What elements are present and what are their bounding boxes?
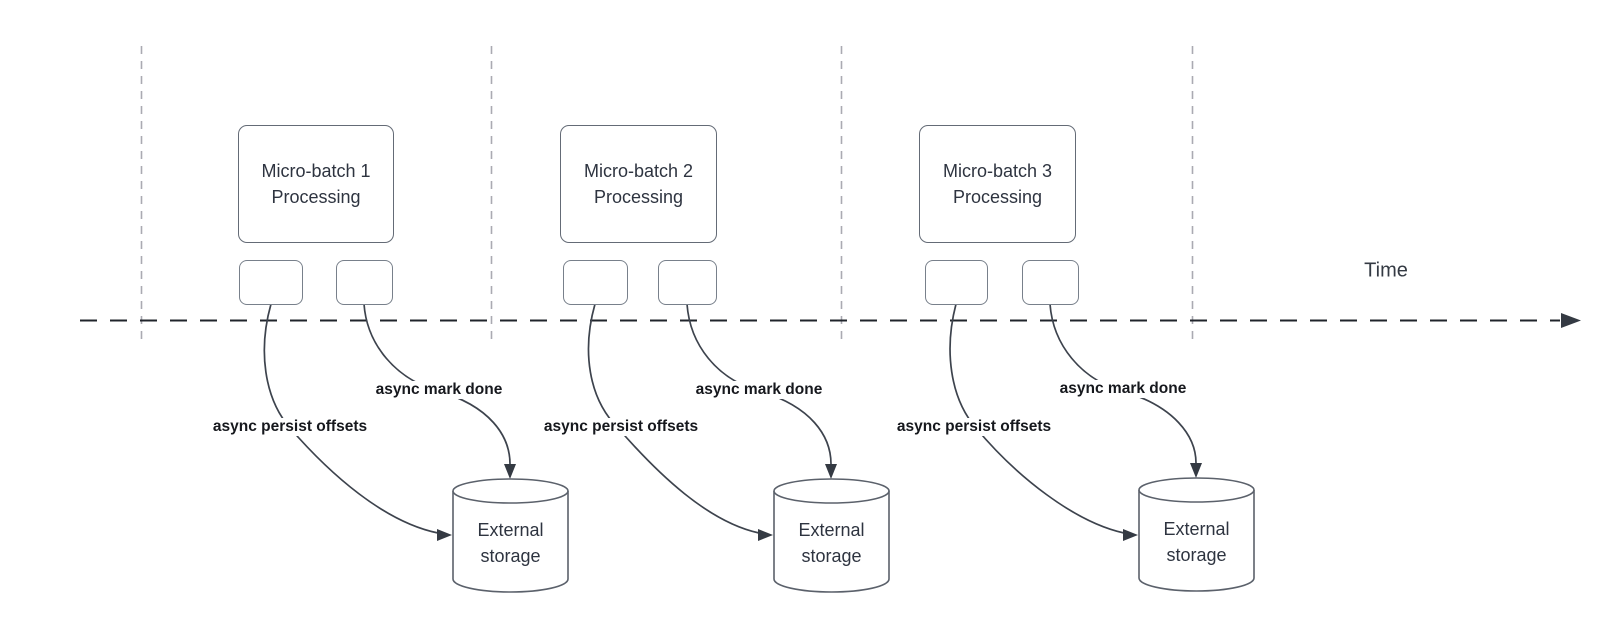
micro-batch-2-label-line1: Micro-batch 2 xyxy=(583,161,694,181)
persist-offsets-label-1: async persist offsets xyxy=(209,418,371,436)
micro-batch-2-label-line2: Processing xyxy=(593,187,684,207)
micro-batch-1-label-line1: Micro-batch 1 xyxy=(261,161,371,181)
micro-batch-3-label-line2: Processing xyxy=(952,187,1043,207)
micro-batch-3-label-line1: Micro-batch 3 xyxy=(942,161,1053,181)
persist-offsets-label-3: async persist offsets xyxy=(893,418,1055,436)
persist-offsets-arrowhead-1 xyxy=(437,529,452,541)
external-storage-label-1: External storage xyxy=(477,520,544,566)
micro-batch-3-box: Micro-batch 3 Processing xyxy=(919,125,1076,243)
mark-done-port-box-3 xyxy=(1022,260,1079,305)
mark-done-label-2: async mark done xyxy=(692,381,826,399)
persist-offsets-arrowhead-2 xyxy=(758,529,773,541)
mark-done-label-1: async mark done xyxy=(372,381,506,399)
cylinder-shape-3 xyxy=(1138,477,1255,592)
time-axis-label: Time xyxy=(1364,259,1408,282)
cylinder-shape-2 xyxy=(773,478,890,593)
micro-batch-1-label-line2: Processing xyxy=(271,187,361,207)
micro-batch-2-box: Micro-batch 2 Processing xyxy=(560,125,717,243)
mark-done-port-box-1 xyxy=(336,260,393,305)
time-axis-arrowhead xyxy=(1561,313,1581,328)
external-storage-cylinder-3: External storage xyxy=(1138,477,1255,592)
external-storage-label-2: External storage xyxy=(798,520,865,566)
cylinder-shape-1 xyxy=(452,478,569,593)
micro-batch-1-box: Micro-batch 1 Processing xyxy=(238,125,394,243)
persist-port-box-2 xyxy=(563,260,628,305)
mark-done-arrowhead-2 xyxy=(825,464,837,479)
mark-done-arrowhead-3 xyxy=(1190,463,1202,478)
persist-port-box-1 xyxy=(239,260,303,305)
persist-offsets-label-2: async persist offsets xyxy=(540,418,702,436)
external-storage-cylinder-2: External storage xyxy=(773,478,890,593)
mark-done-port-box-2 xyxy=(658,260,717,305)
mark-done-arrowhead-1 xyxy=(504,464,516,479)
persist-offsets-arrowhead-3 xyxy=(1123,529,1138,541)
mark-done-label-3: async mark done xyxy=(1056,380,1190,398)
external-storage-cylinder-1: External storage xyxy=(452,478,569,593)
persist-port-box-3 xyxy=(925,260,988,305)
external-storage-label-3: External storage xyxy=(1163,519,1230,565)
